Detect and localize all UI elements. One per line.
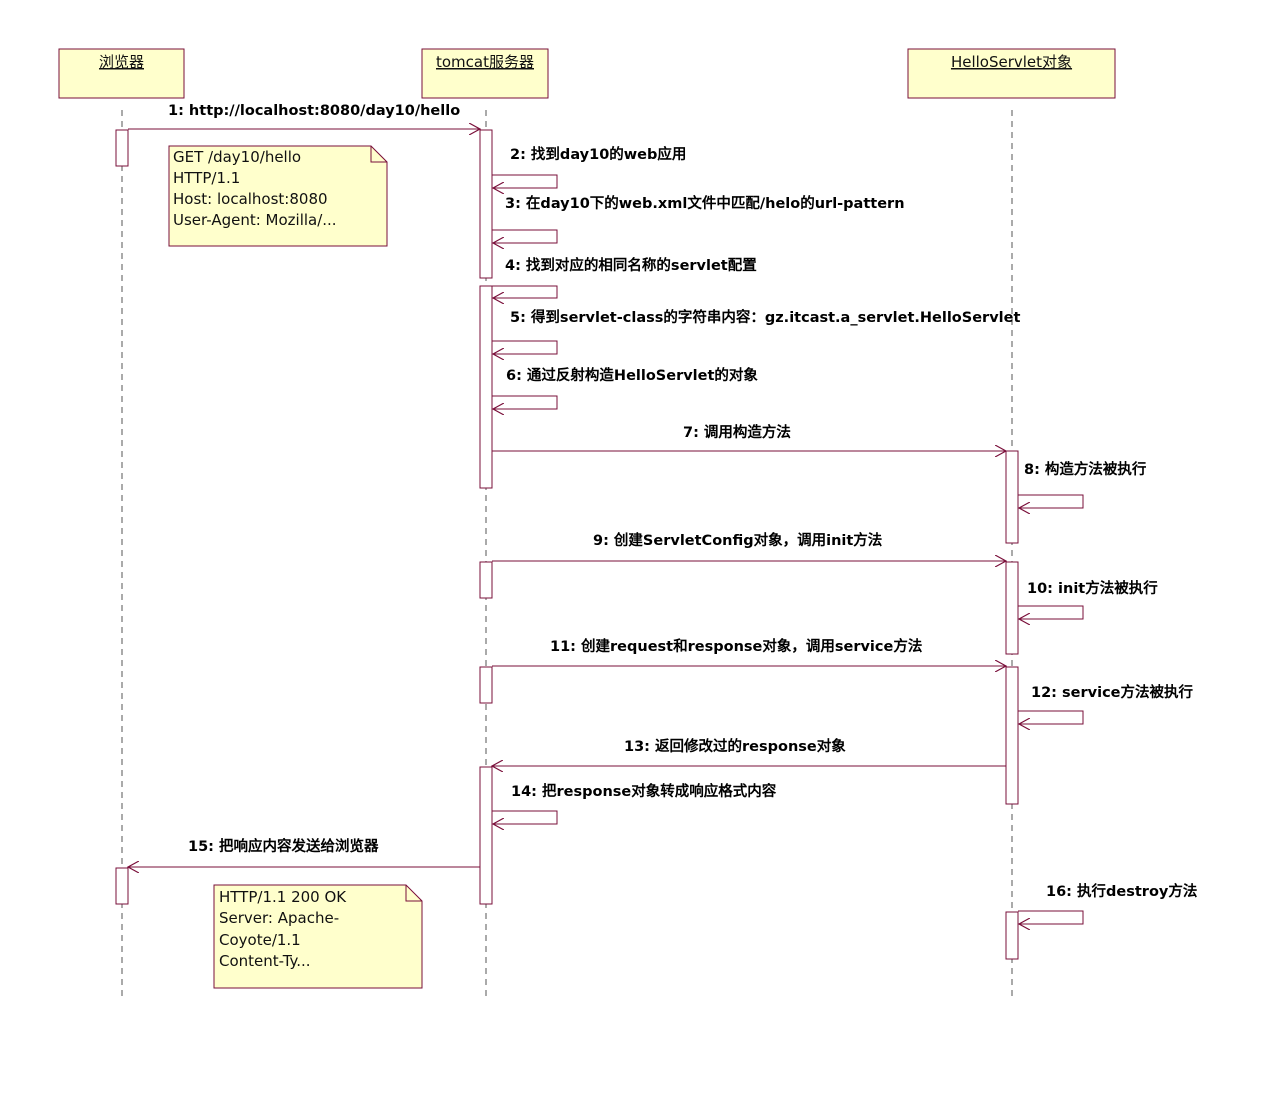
message-12-arrow — [1018, 710, 1084, 724]
note-response-line-3: Coyote/1.1 — [219, 931, 301, 949]
message-14-arrow — [492, 810, 558, 824]
note-request: GET /day10/hello HTTP/1.1 Host: localhos… — [168, 145, 388, 247]
note-response-line-1: HTTP/1.1 200 OK — [219, 888, 347, 906]
message-8-arrow — [1018, 494, 1084, 508]
message-7-label: 7: 调用构造方法 — [683, 423, 791, 441]
message-9-label: 9: 创建ServletConfig对象，调用init方法 — [593, 531, 882, 549]
messages — [128, 129, 1084, 924]
message-16-label: 16: 执行destroy方法 — [1046, 882, 1197, 900]
message-15-label: 15: 把响应内容发送给浏览器 — [188, 837, 379, 855]
note-response-line-2: Server: Apache- — [219, 909, 339, 927]
message-labels: 1: http://localhost:8080/day10/hello 2: … — [168, 103, 1197, 900]
activation-browser-1 — [115, 129, 129, 167]
activation-tomcat-3 — [479, 561, 493, 599]
activation-tomcat-5 — [479, 766, 493, 905]
note-request-line-4: User-Agent: Mozilla/... — [173, 211, 337, 229]
message-3-arrow — [492, 229, 558, 243]
message-2-label: 2: 找到day10的web应用 — [510, 145, 686, 163]
activation-servlet-4 — [1005, 911, 1019, 960]
message-3-label: 3: 在day10下的web.xml文件中匹配/helo的url-pattern — [505, 194, 905, 212]
activation-servlet-1 — [1005, 450, 1019, 544]
message-4-label: 4: 找到对应的相同名称的servlet配置 — [505, 256, 757, 274]
lifeline-tomcat: tomcat服务器 — [421, 48, 549, 1000]
message-12-label: 12: service方法被执行 — [1031, 683, 1193, 701]
message-16-arrow — [1018, 910, 1084, 924]
activation-tomcat-1 — [479, 129, 493, 279]
note-response: HTTP/1.1 200 OK Server: Apache- Coyote/1… — [213, 884, 423, 989]
note-request-line-2: HTTP/1.1 — [173, 169, 240, 187]
message-10-label: 10: init方法被执行 — [1027, 579, 1158, 597]
message-13-label: 13: 返回修改过的response对象 — [624, 737, 846, 755]
activation-browser-2 — [115, 867, 129, 905]
message-11-label: 11: 创建request和response对象，调用service方法 — [550, 637, 922, 655]
message-5-arrow — [492, 340, 558, 354]
message-14-label: 14: 把response对象转成响应格式内容 — [511, 782, 777, 800]
note-request-line-1: GET /day10/hello — [173, 148, 301, 166]
activation-tomcat-2 — [479, 285, 493, 489]
lifeline-tomcat-label: tomcat服务器 — [436, 53, 534, 71]
message-6-label: 6: 通过反射构造HelloServlet的对象 — [506, 366, 758, 384]
message-4-arrow — [492, 285, 558, 298]
message-2-arrow — [492, 174, 558, 188]
lifeline-browser: 浏览器 — [58, 48, 185, 1000]
activation-servlet-2 — [1005, 561, 1019, 655]
message-6-arrow — [492, 395, 558, 409]
message-1-label: 1: http://localhost:8080/day10/hello — [168, 103, 460, 119]
lifeline-browser-label: 浏览器 — [99, 53, 144, 71]
activation-bars — [115, 129, 1019, 960]
message-10-arrow — [1018, 605, 1084, 619]
lifeline-servlet: HelloServlet对象 — [907, 48, 1116, 1000]
activation-servlet-3 — [1005, 666, 1019, 805]
activation-tomcat-4 — [479, 666, 493, 704]
message-8-label: 8: 构造方法被执行 — [1024, 460, 1147, 478]
message-5-label: 5: 得到servlet-class的字符串内容：gz.itcast.a_ser… — [510, 308, 1020, 326]
note-request-line-3: Host: localhost:8080 — [173, 190, 328, 208]
note-response-line-4: Content-Ty... — [219, 952, 311, 970]
lifeline-servlet-label: HelloServlet对象 — [951, 53, 1072, 71]
